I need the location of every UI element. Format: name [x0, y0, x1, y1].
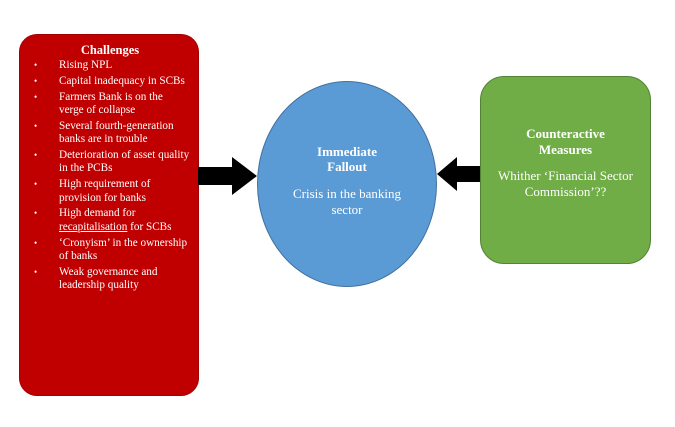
challenge-item: Deterioration of asset quality in the PC…: [30, 149, 190, 176]
challenge-item: ‘Cronyism’ in the ownership of banks: [30, 237, 190, 264]
challenge-item: Capital inadequacy in SCBs: [30, 75, 190, 89]
challenge-item-underlined: recapitalisation: [59, 220, 128, 233]
challenge-item: Rising NPL: [30, 59, 190, 73]
counteractive-title-line1: Counteractive: [526, 126, 605, 141]
arrow-right-icon: [198, 157, 257, 195]
fallout-title-line2: Fallout: [327, 159, 367, 174]
counteractive-title: Counteractive Measures: [481, 126, 650, 158]
counteractive-body: Whither ‘Financial Sector Commission’??: [497, 168, 633, 199]
fallout-ellipse: Immediate Fallout Crisis in the banking …: [257, 81, 437, 287]
arrow-left-icon: [437, 157, 481, 191]
fallout-title: Immediate Fallout: [258, 144, 436, 174]
fallout-title-line1: Immediate: [317, 144, 377, 159]
counteractive-box: Counteractive Measures Whither ‘Financia…: [480, 76, 651, 264]
challenges-title: Challenges: [80, 43, 140, 57]
challenge-item: High requirement of provision for banks: [30, 178, 190, 205]
challenges-list: Rising NPL Capital inadequacy in SCBs Fa…: [30, 59, 190, 293]
counteractive-title-line2: Measures: [538, 142, 593, 157]
challenge-item: High demand for recapitalisation for SCB…: [30, 207, 190, 234]
challenge-item: Farmers Bank is on the verge of collapse: [30, 91, 190, 118]
challenges-box: Challenges Rising NPL Capital inadequacy…: [19, 34, 199, 396]
challenge-item: Several fourth-generation banks are in t…: [30, 120, 190, 147]
challenge-item-tail: for SCBs: [127, 220, 172, 233]
challenge-item: Weak governance and leadership quality: [30, 266, 190, 293]
fallout-body: Crisis in the banking sector: [293, 186, 401, 217]
challenge-item-lead: High demand for: [59, 207, 136, 220]
